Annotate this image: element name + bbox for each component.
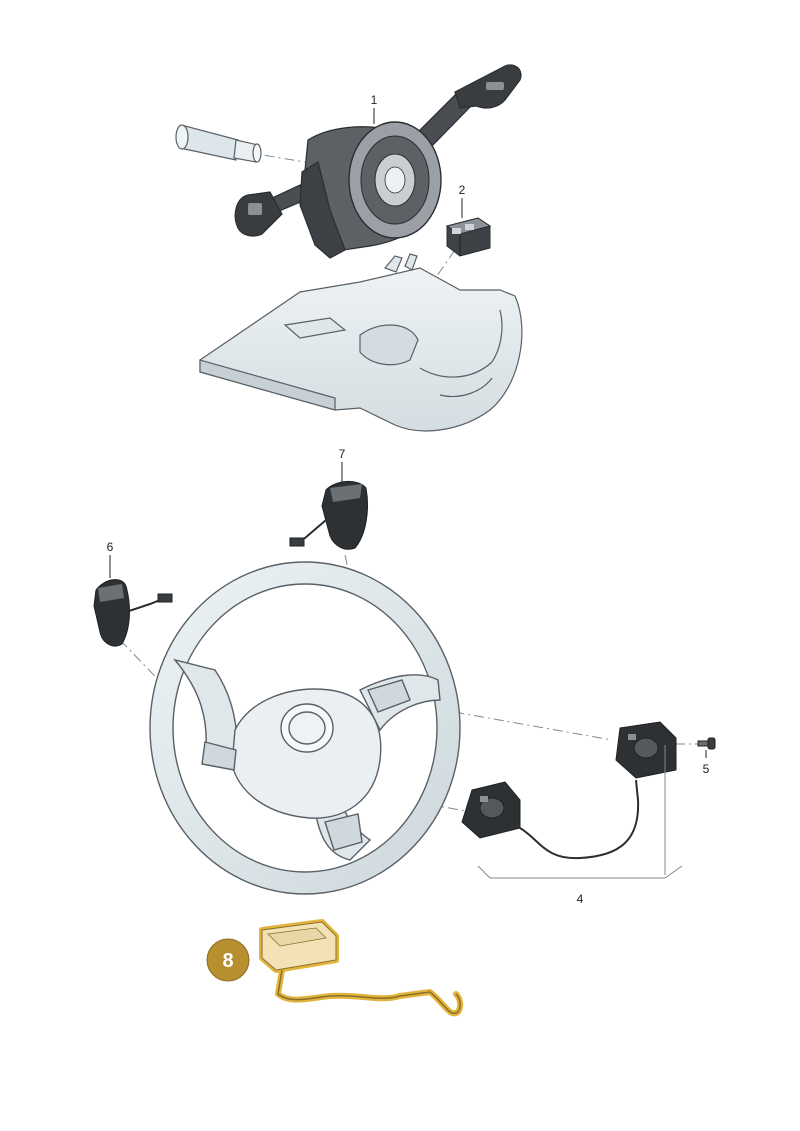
callout-8: 8 xyxy=(222,950,233,972)
paddle-right-part xyxy=(289,481,368,550)
steering-column-shaft xyxy=(175,124,262,163)
small-switch-part xyxy=(445,217,492,257)
group-bracket-4 xyxy=(477,745,683,879)
multifunction-button-left xyxy=(461,781,521,839)
callout-5: 5 xyxy=(703,762,710,776)
callouts xyxy=(109,108,707,758)
part-8-badge: 8 xyxy=(206,938,250,982)
multifunction-button-right xyxy=(615,721,677,779)
callout-2: 2 xyxy=(459,183,466,197)
button-cable xyxy=(519,779,640,860)
steering-wheel xyxy=(149,561,461,895)
callout-7: 7 xyxy=(339,447,346,461)
control-module-part xyxy=(259,919,464,1017)
turn-signal-stalk xyxy=(234,184,306,237)
callout-4: 4 xyxy=(577,892,584,906)
clock-spring-ring xyxy=(348,121,442,239)
callout-6: 6 xyxy=(107,540,114,554)
screw-part xyxy=(697,737,716,750)
steering-column-cover xyxy=(199,253,523,432)
combination-switch-part xyxy=(175,64,522,259)
paddle-left-part xyxy=(93,579,173,647)
callout-1: 1 xyxy=(371,93,378,107)
